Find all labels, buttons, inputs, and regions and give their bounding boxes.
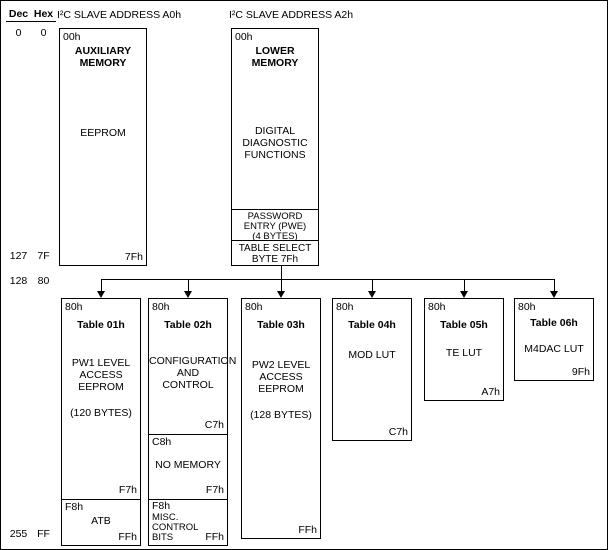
table-01-bottom-addr: F7h [118, 484, 137, 496]
dec-value: 255 [9, 528, 28, 540]
axis-row-127: 127 7F [6, 250, 56, 262]
arrow-down-icon [460, 291, 468, 298]
table-01-note: (120 BYTES) [70, 407, 132, 419]
slave-address-a0h-label: I²C SLAVE ADDRESS A0h [57, 9, 182, 21]
table-06-body: M4DAC LUT [524, 343, 584, 355]
table-05-body: TE LUT [445, 347, 483, 359]
password-entry-section: PASSWORD ENTRY (PWE) (4 BYTES) [243, 211, 307, 242]
hex-header: Hex [33, 8, 54, 20]
axis-row-128: 128 80 [6, 275, 56, 287]
table-03-top-addr: 80h [245, 301, 263, 313]
connector-drop-line [372, 280, 373, 292]
table-01-top-addr: 80h [65, 301, 83, 313]
table-01-title: Table 01h [77, 319, 125, 331]
lower-top-addr: 00h [235, 31, 253, 43]
table-05-title: Table 05h [440, 319, 488, 331]
table-03-note: (128 BYTES) [250, 409, 312, 421]
divider [232, 240, 318, 241]
aux-memory-title: AUXILIARY MEMORY [74, 45, 132, 69]
axis-header: Dec Hex [6, 8, 56, 22]
arrow-down-icon [97, 291, 105, 298]
table-04-top-addr: 80h [336, 301, 354, 313]
table-select-section: TABLE SELECT BYTE 7Fh [238, 243, 312, 265]
connector-drop-line [101, 280, 102, 292]
table-06-title: Table 06h [530, 317, 578, 329]
misc-top-addr: F8h [152, 500, 171, 512]
table-02-box: 80h Table 02h CONFIGURATION AND CONTROL … [148, 298, 237, 546]
table-01-box: 80h Table 01h PW1 LEVEL ACCESS EEPROM (1… [61, 298, 141, 546]
table-04-box: 80h Table 04h MOD LUT C7h [332, 298, 412, 441]
table-03-bottom-addr: FFh [298, 524, 317, 536]
hex-value: FF [37, 528, 50, 540]
atb-label: ATB [91, 515, 111, 527]
connector-drop-line [281, 280, 282, 292]
connector-drop-line [464, 280, 465, 292]
arrow-down-icon [368, 291, 376, 298]
no-memory-label: NO MEMORY [155, 459, 221, 471]
table-04-title: Table 04h [348, 319, 396, 331]
table-05-box: 80h Table 05h TE LUT A7h [424, 298, 504, 401]
connector-drop-line [554, 280, 555, 292]
axis-row-255: 255 FF [6, 528, 56, 540]
divider [149, 434, 227, 435]
divider [232, 209, 318, 210]
table-05-top-addr: 80h [428, 301, 446, 313]
table-02-title: Table 02h [164, 319, 212, 331]
dec-value: 0 [15, 27, 22, 39]
axis-row-0: 0 0 [6, 27, 56, 39]
table-04-body: MOD LUT [348, 349, 396, 361]
lower-memory-box: 00h LOWER MEMORY DIGITAL DIAGNOSTIC FUNC… [231, 28, 319, 266]
misc-bottom-addr: FFh [205, 531, 224, 543]
table-02-body: CONFIGURATION AND CONTROL [149, 355, 237, 391]
no-memory-bottom-addr: F7h [205, 484, 224, 496]
table-04-bottom-addr: C7h [388, 426, 408, 438]
connector-drop-line [188, 280, 189, 292]
lower-memory-title: LOWER MEMORY [251, 45, 299, 69]
aux-bottom-addr: 7Fh [124, 251, 143, 263]
aux-memory-box: 00h AUXILIARY MEMORY EEPROM 7Fh [59, 28, 147, 266]
table-05-bottom-addr: A7h [481, 386, 500, 398]
dec-value: 128 [9, 275, 28, 287]
table-03-title: Table 03h [257, 319, 305, 331]
table-03-body: PW2 LEVEL ACCESS EEPROM [251, 359, 311, 395]
connector-stub-line [281, 266, 282, 280]
atb-top-addr: F8h [65, 501, 84, 513]
misc-label: MISC. CONTROL BITS [152, 512, 199, 543]
hex-value: 7F [37, 250, 50, 262]
atb-bottom-addr: FFh [118, 531, 137, 543]
table-02-bottom-addr: C7h [204, 419, 224, 431]
dec-value: 127 [9, 250, 28, 262]
hex-value: 80 [37, 275, 50, 287]
arrow-down-icon [550, 291, 558, 298]
lower-memory-body: DIGITAL DIAGNOSTIC FUNCTIONS [242, 125, 308, 161]
aux-memory-body: EEPROM [80, 127, 126, 139]
arrow-down-icon [184, 291, 192, 298]
no-memory-top-addr: C8h [152, 436, 172, 448]
connector-horizontal-line [101, 279, 555, 280]
slave-address-a2h-label: I²C SLAVE ADDRESS A2h [229, 9, 354, 21]
aux-top-addr: 00h [63, 31, 81, 43]
table-02-top-addr: 80h [152, 301, 170, 313]
table-03-box: 80h Table 03h PW2 LEVEL ACCESS EEPROM (1… [241, 298, 321, 539]
dec-header: Dec [8, 8, 29, 20]
divider [149, 499, 227, 500]
arrow-down-icon [277, 291, 285, 298]
table-06-box: 80h Table 06h M4DAC LUT 9Fh [514, 298, 594, 381]
hex-value: 0 [40, 27, 47, 39]
table-06-bottom-addr: 9Fh [571, 366, 590, 378]
table-01-body: PW1 LEVEL ACCESS EEPROM [71, 357, 131, 393]
divider [62, 499, 140, 500]
table-06-top-addr: 80h [518, 301, 536, 313]
